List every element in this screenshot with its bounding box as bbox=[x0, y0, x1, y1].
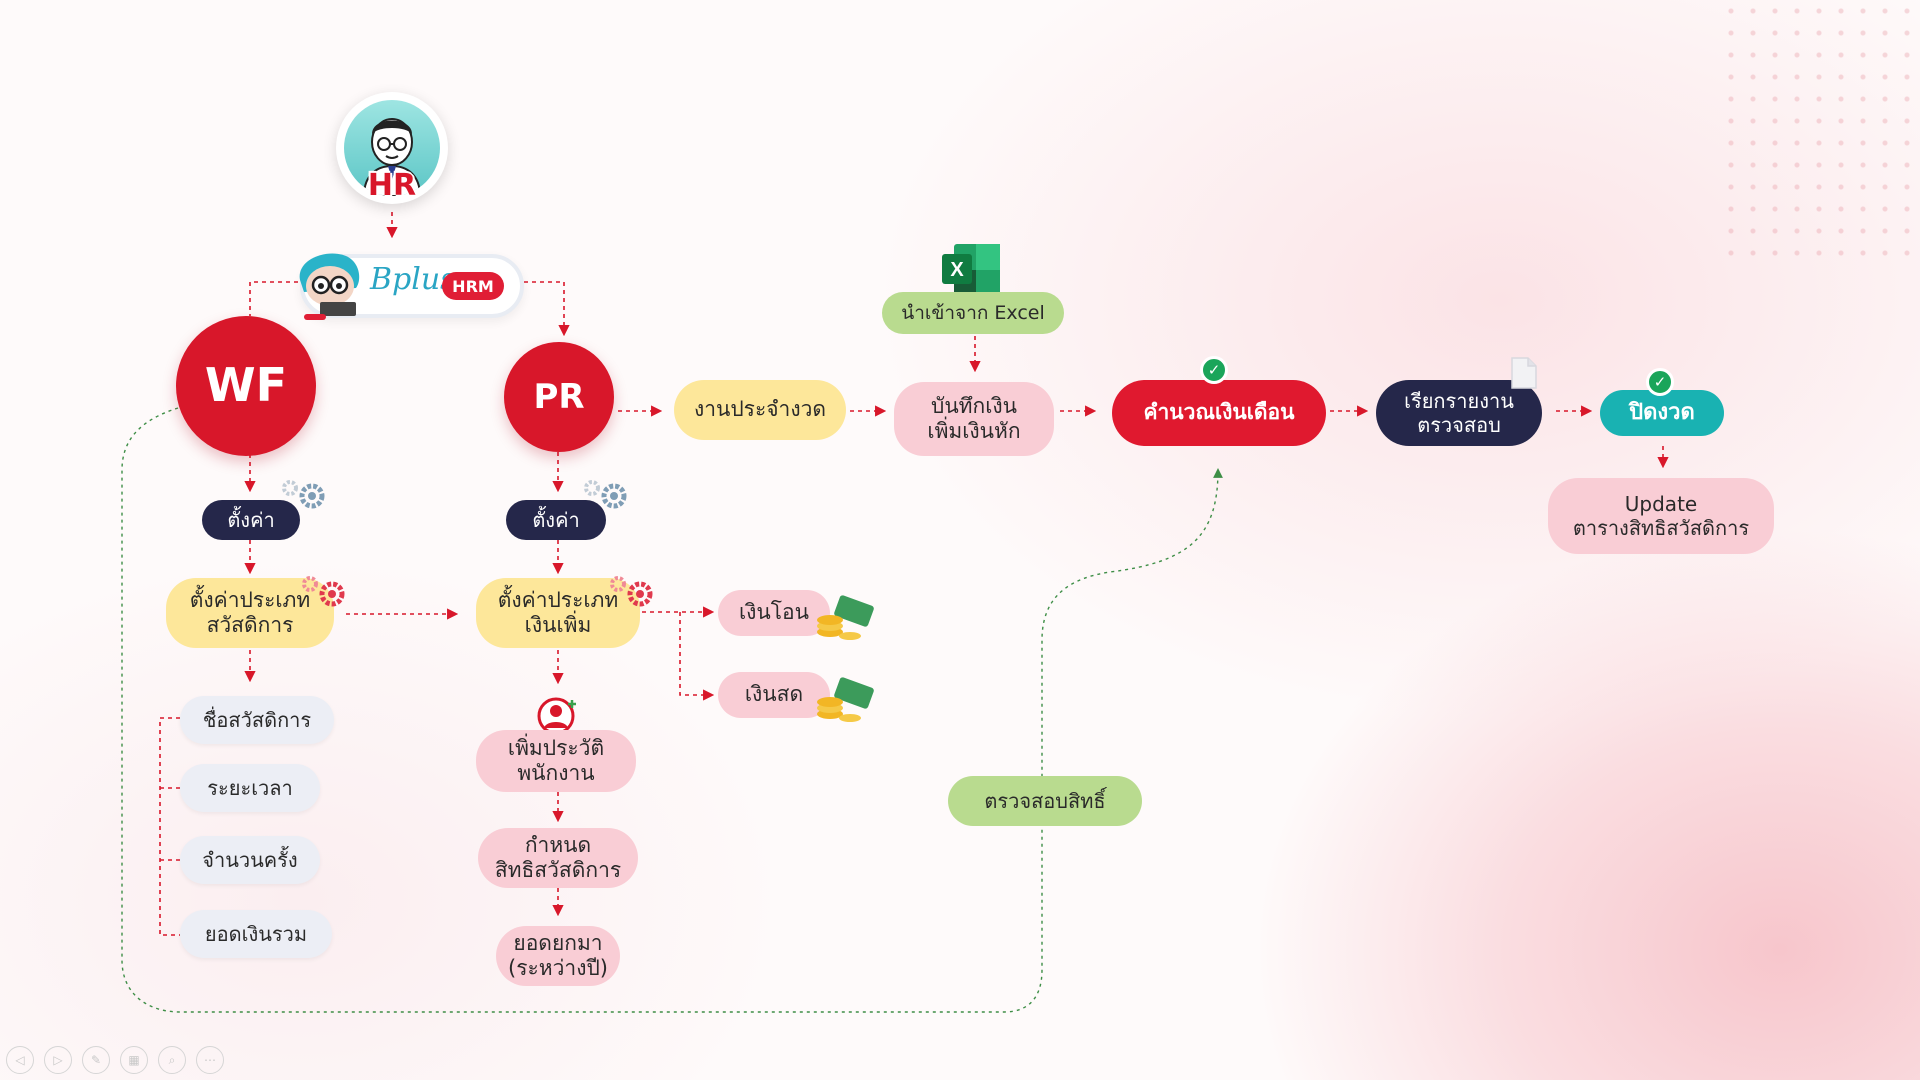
more-icon: ⋯ bbox=[204, 1053, 216, 1067]
bplus-brand-text: Bplus bbox=[370, 262, 456, 297]
more-options-button[interactable]: ⋯ bbox=[196, 1046, 224, 1074]
record-pay-node[interactable]: บันทึกเงิน เพิ่มเงินหัก bbox=[894, 382, 1054, 456]
close-period-node[interactable]: ปิดงวด bbox=[1600, 390, 1724, 436]
welfare-type-line-1: ตั้งค่าประเภท bbox=[189, 587, 311, 612]
money-coins-icon bbox=[817, 595, 874, 640]
connector-bonus-cash bbox=[679, 612, 715, 701]
carry-forward-line-2: (ระหว่างปี) bbox=[508, 956, 608, 980]
bplus-mascot-icon bbox=[299, 253, 360, 320]
reports-line-2: ตรวจสอบ bbox=[1417, 413, 1501, 437]
slide-overview-button[interactable]: ▦ bbox=[120, 1046, 148, 1074]
add-history-node[interactable]: เพิ่มประวัติ พนักงาน bbox=[476, 730, 636, 792]
welfare-item-total[interactable]: ยอดเงินรวม bbox=[180, 910, 332, 958]
carry-forward-node[interactable]: ยอดยกมา (ระหว่างปี) bbox=[496, 926, 620, 986]
calculate-salary-node[interactable]: คำนวณเงินเดือน bbox=[1112, 380, 1326, 446]
wf-settings-node[interactable]: ตั้งค่า bbox=[202, 500, 300, 540]
connector-bplus-wf bbox=[249, 281, 298, 316]
update-welfare-table-node[interactable]: Update ตารางสิทธิสวัสดิการ bbox=[1548, 478, 1774, 554]
decorative-dot-pattern bbox=[1720, 0, 1920, 260]
wf-node[interactable]: WF bbox=[176, 316, 316, 456]
previous-slide-button[interactable]: ◁ bbox=[6, 1046, 34, 1074]
transfer-node[interactable]: เงินโอน bbox=[718, 590, 830, 636]
reports-line-1: เรียกรายงาน bbox=[1404, 389, 1514, 413]
welfare-item-count[interactable]: จำนวนครั้ง bbox=[180, 836, 320, 884]
set-rights-line-2: สิทธิสวัสดิการ bbox=[494, 858, 622, 882]
bonus-type-line-2: เงินเพิ่ม bbox=[524, 613, 592, 637]
red-gear-icon bbox=[610, 576, 653, 607]
welfare-item-duration[interactable]: ระยะเวลา bbox=[180, 764, 320, 812]
hr-person-icon bbox=[362, 118, 422, 196]
grid-icon: ▦ bbox=[128, 1053, 140, 1067]
check-icon: ✓ bbox=[1646, 368, 1674, 396]
update-line-2: ตารางสิทธิสวัสดิการ bbox=[1572, 516, 1750, 540]
money-coins-icon bbox=[817, 677, 874, 722]
settings-gears-icon bbox=[584, 480, 627, 509]
import-excel-node[interactable]: นำเข้าจาก Excel bbox=[882, 292, 1064, 334]
settings-gears-icon bbox=[282, 480, 325, 509]
hr-avatar-illustration bbox=[344, 100, 440, 196]
record-pay-line-1: บันทึกเงิน bbox=[930, 393, 1018, 418]
record-pay-line-2: เพิ่มเงินหัก bbox=[927, 419, 1021, 443]
arrow-left-icon: ◁ bbox=[15, 1053, 25, 1067]
presentation-toolbar: ◁ ▷ ✎ ▦ ⌕ ⋯ bbox=[6, 1046, 224, 1074]
hr-label: HR bbox=[367, 168, 417, 203]
report-document-icon bbox=[1511, 357, 1537, 389]
set-rights-node[interactable]: กำหนด สิทธิสวัสดิการ bbox=[478, 828, 638, 888]
connector-bplus-pr bbox=[524, 281, 570, 337]
carry-forward-line-1: ยอดยกมา bbox=[513, 930, 603, 955]
pr-node[interactable]: PR bbox=[504, 342, 614, 452]
excel-icon: X bbox=[942, 244, 1000, 296]
bonus-type-line-1: ตั้งค่าประเภท bbox=[497, 587, 619, 612]
hrm-badge: HRM bbox=[442, 272, 504, 300]
pr-settings-node[interactable]: ตั้งค่า bbox=[506, 500, 606, 540]
welfare-item-name[interactable]: ชื่อสวัสดิการ bbox=[180, 696, 334, 744]
update-line-1: Update bbox=[1624, 492, 1698, 516]
magnifier-icon: ⌕ bbox=[168, 1052, 176, 1067]
check-rights-node[interactable]: ตรวจสอบสิทธิ์ bbox=[948, 776, 1142, 826]
welfare-type-line-2: สวัสดิการ bbox=[206, 613, 294, 637]
cash-node[interactable]: เงินสด bbox=[718, 672, 830, 718]
next-slide-button[interactable]: ▷ bbox=[44, 1046, 72, 1074]
reports-node[interactable]: เรียกรายงาน ตรวจสอบ bbox=[1376, 380, 1542, 446]
pen-icon: ✎ bbox=[90, 1053, 102, 1067]
connector-items-bracket bbox=[159, 717, 180, 936]
bonus-type-settings-node[interactable]: ตั้งค่าประเภท เงินเพิ่ม bbox=[476, 578, 640, 648]
check-icon: ✓ bbox=[1200, 356, 1228, 384]
pen-tool-button[interactable]: ✎ bbox=[82, 1046, 110, 1074]
set-rights-line-1: กำหนด bbox=[524, 832, 592, 857]
zoom-button[interactable]: ⌕ bbox=[158, 1046, 186, 1074]
period-work-node[interactable]: งานประจำงวด bbox=[674, 380, 846, 440]
excel-icon-letter: X bbox=[950, 259, 964, 281]
add-history-line-2: พนักงาน bbox=[517, 761, 595, 785]
arrow-right-icon: ▷ bbox=[53, 1053, 63, 1067]
red-gear-icon bbox=[302, 576, 345, 607]
add-history-line-1: เพิ่มประวัติ bbox=[507, 735, 605, 760]
